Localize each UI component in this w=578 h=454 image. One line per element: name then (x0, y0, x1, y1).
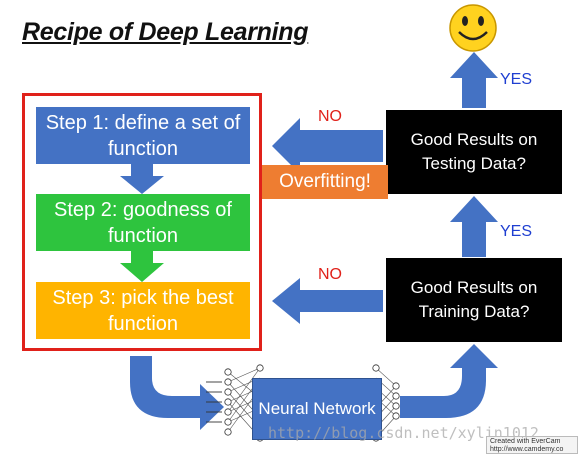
testing-data-decision: Good Results on Testing Data? (386, 110, 562, 194)
neural-network-box: Neural Network (252, 378, 382, 440)
badge-line-2: http://www.camdemy.co (490, 446, 564, 453)
evercam-badge: Created with EverCam http://www.camdemy.… (486, 436, 578, 454)
arrow-no-bottom (272, 278, 383, 324)
neural-net-nodes (224, 364, 400, 442)
arrow-step2-to-step3 (120, 251, 164, 282)
overfitting-badge: Overfitting! (262, 165, 388, 199)
yes-label-mid: YES (500, 223, 533, 240)
page-title: Recipe of Deep Learning (22, 18, 309, 46)
arrow-yes-top (450, 52, 498, 108)
no-label-bottom: NO (318, 266, 342, 283)
input-arrows (206, 381, 222, 423)
training-data-decision: Good Results on Training Data? (386, 258, 562, 342)
no-label-top: NO (318, 108, 342, 125)
arrow-curve-left (130, 356, 224, 430)
step-1-box: Step 1: define a set of function (36, 107, 250, 164)
arrow-step1-to-step2 (120, 164, 164, 194)
arrow-curve-right (400, 344, 498, 418)
badge-line-1: Created with EverCam (490, 438, 561, 445)
arrow-no-top (272, 118, 383, 174)
step-2-box: Step 2: goodness of function (36, 194, 250, 251)
watermark: http://blog.csdn.net/xylin1012 (268, 424, 539, 442)
smiley-icon (449, 4, 497, 52)
arrow-yes-mid (450, 196, 498, 257)
steps-frame (22, 93, 262, 351)
yes-label-top: YES (500, 71, 533, 88)
step-3-box: Step 3: pick the best function (36, 282, 250, 339)
